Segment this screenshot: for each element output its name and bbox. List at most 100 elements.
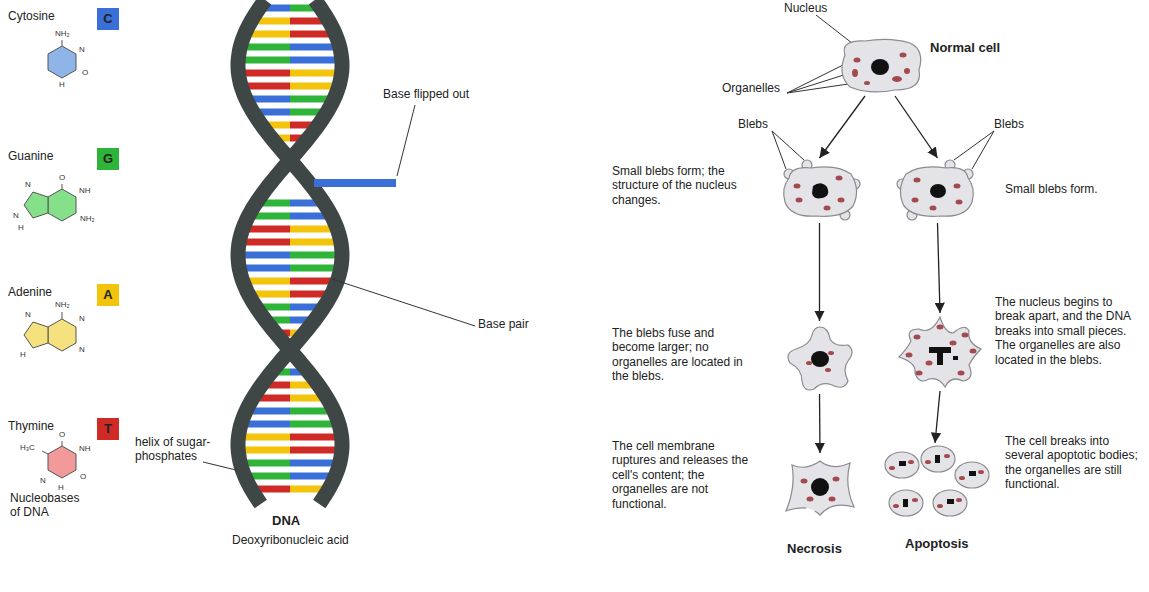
cell-drawing <box>780 455 860 520</box>
atom-label: H <box>58 483 64 492</box>
drawing-part <box>935 455 940 463</box>
callout-label: DNA <box>272 514 300 529</box>
atom-label: NH₂ <box>55 300 70 309</box>
drawing-part <box>947 499 954 504</box>
legend-text: Adenine <box>8 286 52 300</box>
callout-label: Nucleobases of DNA <box>10 492 90 520</box>
atom-label: O <box>59 173 65 182</box>
drawing-part <box>950 341 957 346</box>
drawing-part <box>836 176 843 181</box>
drawing-part <box>944 454 950 458</box>
flow-arrow <box>819 223 820 321</box>
cell-stage: Small blebs form; the structure of the n… <box>612 160 862 224</box>
drawing-part <box>786 461 854 515</box>
atom-label: O <box>82 68 88 77</box>
drawing-part <box>912 198 919 203</box>
cell-stage: The cell breaks into several apoptotic b… <box>880 430 1145 554</box>
drawing-part <box>954 184 961 189</box>
atom-label: N <box>25 310 31 319</box>
cell-drawing <box>777 160 862 222</box>
flow-arrow <box>935 391 940 443</box>
callout-label: Base pair <box>478 318 558 332</box>
flow-arrow <box>938 223 941 313</box>
drawing-part <box>794 184 801 189</box>
guanine-molecule <box>24 184 76 221</box>
base-letter: G <box>97 152 119 167</box>
cell-stage: The nucleus begins to break apart, and t… <box>890 295 1145 392</box>
drawing-part <box>912 498 918 502</box>
drawing-part <box>784 167 857 216</box>
cell-drawing <box>895 160 980 222</box>
cell-callout: Nucleus <box>784 2 827 16</box>
base-letter: A <box>97 288 119 303</box>
drawing-part <box>812 183 828 198</box>
drawing-part <box>48 46 76 78</box>
drawing-part <box>930 184 946 198</box>
drawing-part <box>885 452 919 478</box>
cell-callout: Organelles <box>722 82 780 96</box>
drawing-part <box>900 53 907 58</box>
drawing-part <box>787 73 850 93</box>
atom-label: H <box>20 350 26 359</box>
atom-label: NH₂ <box>80 214 95 223</box>
drawing-part <box>926 361 933 366</box>
cell-drawing <box>782 323 857 393</box>
atom-label: N <box>40 476 46 485</box>
legend-text: Thymine <box>8 420 54 434</box>
thymine-molecule <box>42 441 76 478</box>
stage-description: The cell membrane ruptures and releases … <box>612 439 757 511</box>
drawing-part <box>397 105 415 176</box>
drawing-part <box>892 76 902 82</box>
drawing-part <box>852 69 858 77</box>
drawing-part <box>854 58 861 63</box>
cell-drawing <box>895 315 985 390</box>
atom-label: H <box>18 223 24 232</box>
atom-label: N <box>79 45 85 54</box>
drawing-part <box>829 497 836 502</box>
atom-label: O <box>59 430 65 439</box>
drawing-part <box>828 351 834 355</box>
drawing-part <box>916 371 923 376</box>
drawing-part <box>788 327 852 390</box>
drawing-part <box>903 499 908 507</box>
cell-callout: Blebs <box>738 118 768 132</box>
drawing-part <box>24 192 48 218</box>
callout-label: helix of sugar-phosphates <box>135 436 230 464</box>
drawing-part <box>825 368 831 372</box>
atom-label: N <box>79 345 85 354</box>
cell-stage: The cell membrane ruptures and releases … <box>612 435 862 559</box>
drawing-part <box>842 39 921 92</box>
drawing-part <box>937 347 943 365</box>
drawing-part <box>937 325 944 330</box>
flow-arrow <box>895 96 938 158</box>
drawing-part <box>62 312 63 319</box>
cell-drawing <box>880 445 990 525</box>
callout-label: Deoxyribonucleic acid <box>232 534 349 548</box>
atom-label: NH₂ <box>55 29 70 38</box>
drawing-part <box>956 200 963 205</box>
cytosine-molecule <box>48 40 76 78</box>
drawing-part <box>959 476 965 480</box>
flow-arrow <box>820 96 866 158</box>
base-letter: T <box>97 422 119 437</box>
drawing-part <box>956 498 962 502</box>
drawing-part <box>889 490 923 516</box>
drawing-part <box>62 40 63 46</box>
base-letter: C <box>97 12 119 27</box>
cell-heading: Apoptosis <box>905 536 985 552</box>
drawing-part <box>42 451 48 454</box>
atom-label: N <box>79 314 85 323</box>
atom-label: H <box>59 80 65 89</box>
drawing-part <box>914 335 921 340</box>
drawing-part <box>801 479 808 484</box>
drawing-part <box>970 349 977 354</box>
drawing-part <box>48 319 76 351</box>
drawing-part <box>899 317 981 387</box>
leader-lines <box>203 15 994 470</box>
atom-label: NH <box>79 186 91 195</box>
stage-description: Small blebs form; the structure of the n… <box>612 164 760 207</box>
drawing-part <box>824 206 831 211</box>
stage-description: The cell breaks into several apoptotic b… <box>1005 434 1140 492</box>
